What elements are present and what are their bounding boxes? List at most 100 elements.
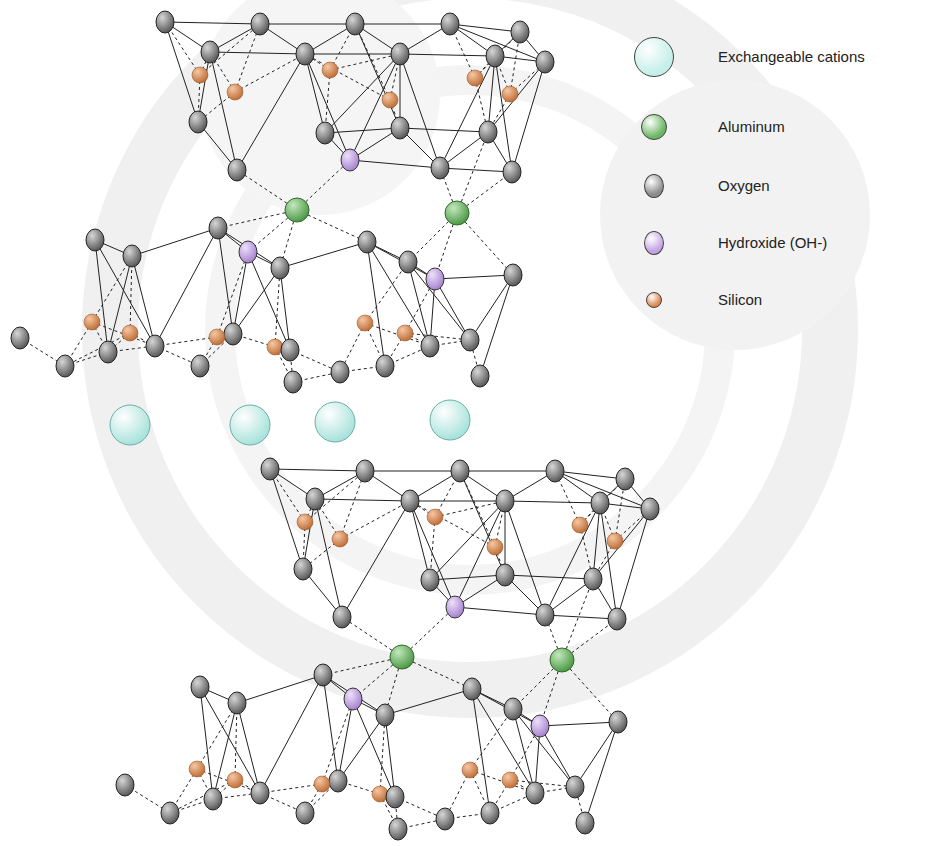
legend-swatch [644, 174, 664, 198]
tetrahedron-edge [400, 54, 440, 168]
oxygen-atom [391, 43, 409, 65]
tetrahedron-edge [218, 228, 233, 334]
exchangeable-cation [230, 405, 270, 445]
exchangeable-cation [315, 402, 355, 442]
tetrahedral-bond [200, 24, 260, 75]
silicon-atom [227, 772, 243, 788]
silicon-atom [467, 70, 483, 86]
aluminum-atom [550, 648, 574, 672]
tetrahedron-edge [342, 501, 410, 617]
tetrahedron-edge [315, 499, 342, 617]
tetrahedron-edge [410, 501, 455, 607]
oxygen-atom [536, 51, 554, 73]
sheet-edge [355, 24, 450, 25]
tetrahedral-bond [330, 54, 400, 70]
tetrahedron-edge [488, 62, 545, 132]
silicon-atom [189, 761, 205, 777]
hydroxide-atom [426, 268, 444, 290]
silicon-atom [502, 86, 518, 102]
aluminum-atom [390, 645, 414, 669]
sheet-edge [455, 607, 545, 615]
sheet-edge [280, 242, 367, 268]
tetrahedron-edge [200, 687, 260, 793]
tetrahedron-edge [385, 715, 395, 797]
silicon-atom [314, 776, 330, 792]
silicon-atom [122, 325, 138, 341]
aluminum-atom [285, 198, 309, 222]
sheet-edge [400, 128, 488, 132]
oxygen-atom [296, 802, 314, 824]
sheet-edge [400, 54, 495, 56]
tetrahedron-edge [237, 54, 305, 170]
oxygen-atom [201, 41, 219, 63]
oxygen-atom [161, 802, 179, 824]
legend-swatch [634, 37, 674, 77]
oxygen-atom [56, 355, 74, 377]
tetrahedron-edge [338, 699, 353, 781]
oxygen-atom [451, 460, 469, 482]
oxygen-atom [358, 231, 376, 253]
oxygen-atom [356, 460, 374, 482]
oxygen-atom [271, 257, 289, 279]
exchangeable-cation [110, 405, 150, 445]
tetrahedron-edge [505, 501, 545, 615]
oxygen-atom [504, 264, 522, 286]
legend-swatch [641, 114, 667, 140]
oxygen-atom [316, 122, 334, 144]
tetrahedral-bond [470, 770, 535, 793]
oxygen-atom [584, 568, 602, 590]
tetrahedron-edge [460, 471, 505, 575]
octahedral-bond [457, 132, 488, 213]
silicon-atom [332, 531, 348, 547]
oxygen-atom [261, 458, 279, 480]
oxygen-atom [228, 159, 246, 181]
oxygen-atom [296, 43, 314, 65]
tetrahedron-edge [408, 262, 470, 340]
oxygen-atom [389, 818, 407, 840]
legend-label: Exchangeable cations [718, 48, 865, 66]
exchangeable-cation [430, 400, 470, 440]
octahedral-bond [457, 213, 513, 275]
sheet-edge [210, 52, 305, 54]
legend-label: Hydroxide (OH-) [718, 234, 827, 252]
oxygen-atom [576, 812, 594, 834]
oxygen-atom [526, 782, 544, 804]
tetrahedron-edge [155, 228, 218, 346]
oxygen-atom [471, 365, 489, 387]
oxygen-atom [504, 698, 522, 720]
oxygen-atom [421, 335, 439, 357]
tetrahedral-bond [65, 333, 130, 366]
sheet-edge [505, 575, 593, 579]
tetrahedron-edge [495, 56, 512, 172]
tetrahedron-edge [95, 240, 108, 352]
oxygen-atom [536, 604, 554, 626]
octahedral-bond [562, 660, 618, 722]
oxygen-atom [329, 770, 347, 792]
watermark-disc [600, 80, 870, 350]
oxygen-atom [284, 371, 302, 393]
tetrahedron-edge [600, 503, 617, 619]
silicon-atom [572, 517, 588, 533]
sheet-edge [385, 689, 472, 715]
silicon-atom [397, 325, 413, 341]
silicon-atom [502, 772, 518, 788]
silicon-atom [607, 533, 623, 549]
oxygen-atom [99, 341, 117, 363]
oxygen-atom [481, 802, 499, 824]
silicon-atom [192, 67, 208, 83]
tetrahedron-edge [593, 509, 650, 579]
oxygen-atom [391, 117, 409, 139]
hydroxide-atom [531, 715, 549, 737]
silicon-atom [267, 339, 283, 355]
tetrahedral-bond [92, 256, 132, 322]
tetrahedral-bond [275, 268, 280, 347]
silicon-atom [427, 509, 443, 525]
sheet-edge [350, 160, 440, 168]
oxygen-atom [333, 606, 351, 628]
silicon-atom [357, 315, 373, 331]
oxygen-atom [386, 786, 404, 808]
aluminum-atom [445, 201, 469, 225]
oxygen-atom [441, 13, 459, 35]
tetrahedron-edge [367, 242, 430, 346]
